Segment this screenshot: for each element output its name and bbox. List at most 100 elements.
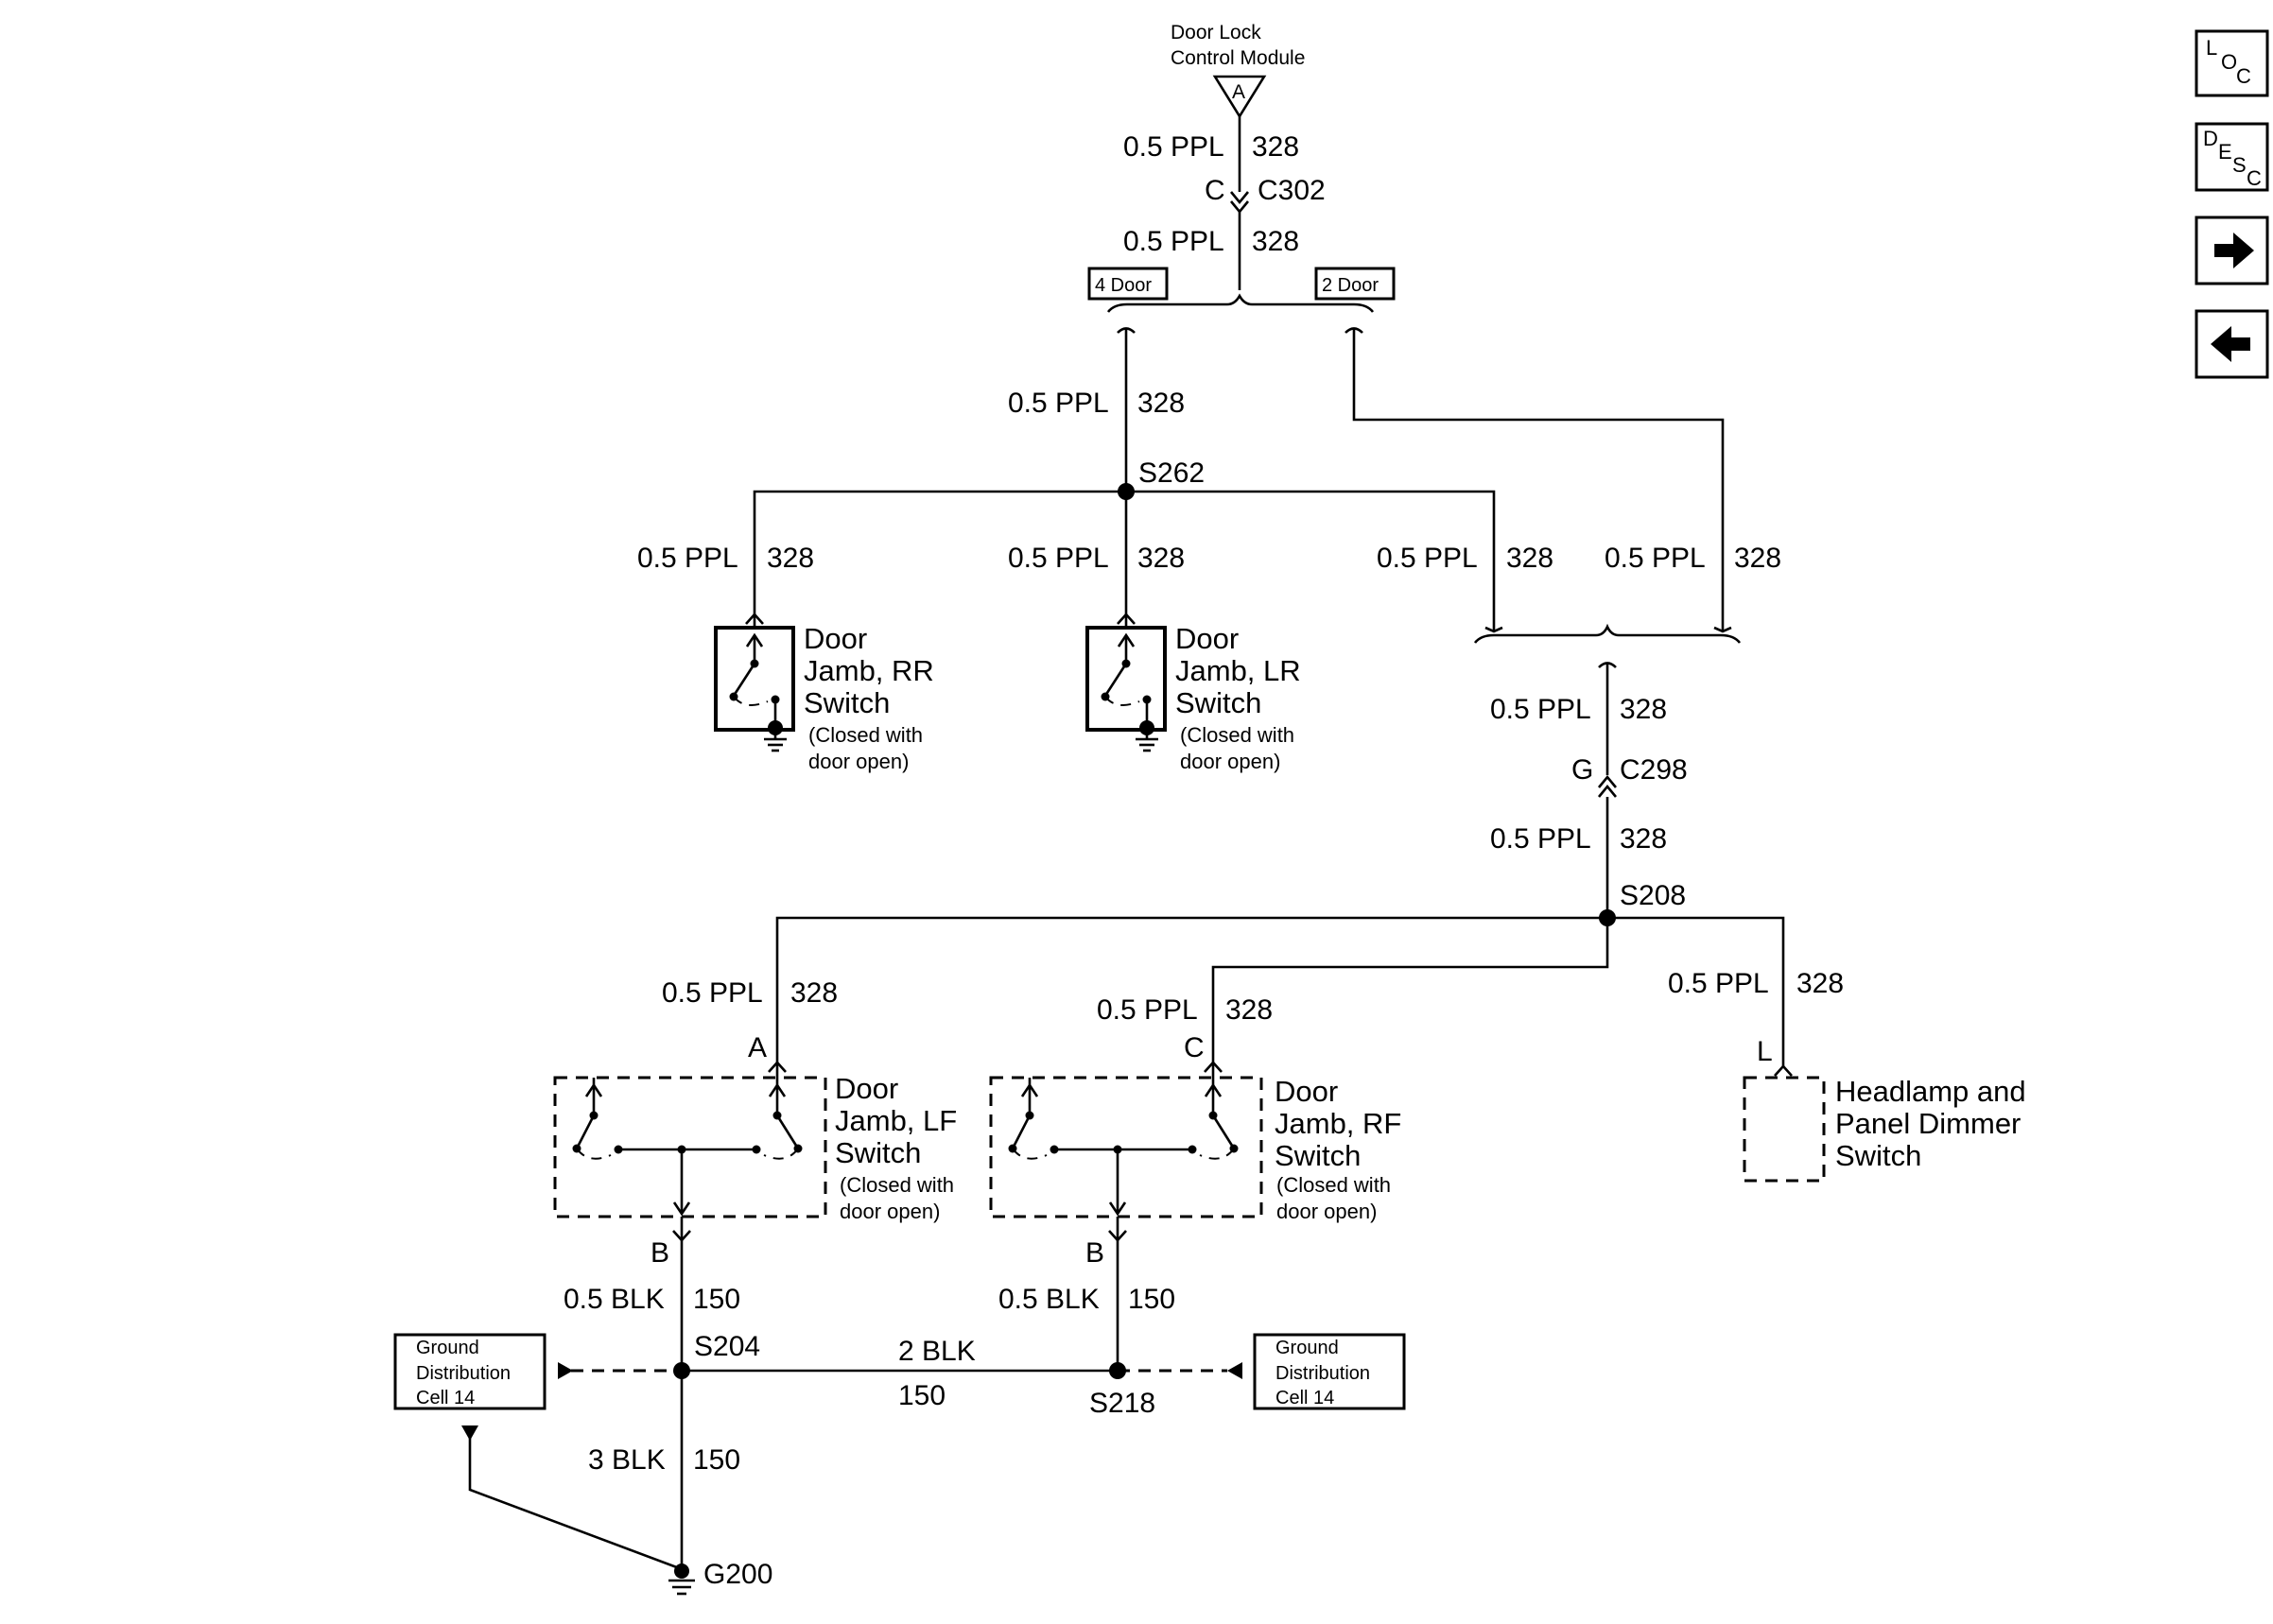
- previous-page-button[interactable]: [2195, 309, 2269, 379]
- wire-circuit-9: 328: [1620, 823, 1667, 855]
- headlamp-panel-dimmer-switch: L Headlamp and Panel Dimmer Switch: [1743, 1036, 2026, 1183]
- wire-circuit-2: 328: [1252, 226, 1299, 257]
- lf-pin-bottom: B: [651, 1237, 669, 1269]
- wire-size-5: 0.5 PPL: [1008, 543, 1109, 574]
- rr-label-3: Switch: [804, 686, 890, 719]
- rf-pin-bottom: B: [1085, 1237, 1104, 1269]
- hd-label-1: Headlamp and: [1835, 1075, 2026, 1108]
- lr-label-2: Jamb, LR: [1175, 654, 1301, 687]
- next-page-button[interactable]: [2195, 216, 2269, 285]
- splice-s204-label: S204: [694, 1331, 760, 1362]
- lf-label-2: Jamb, LF: [835, 1104, 957, 1137]
- lr-label-1: Door: [1175, 622, 1239, 655]
- bracket-bottom-hook: [1598, 662, 1617, 668]
- description-button[interactable]: D E S C: [2195, 122, 2269, 192]
- lf-label-1: Door: [835, 1072, 898, 1105]
- wire-circuit-8: 328: [1620, 694, 1667, 725]
- door-jamb-rf-switch: C Door Jamb, RF Switch (Closed with door…: [989, 1032, 1401, 1269]
- gdr-left-1: Ground: [416, 1338, 479, 1358]
- wire-size-1: 0.5 PPL: [1123, 131, 1224, 163]
- rr-note-2: door open): [808, 750, 909, 773]
- wire-circuit-14: 150: [1128, 1284, 1175, 1315]
- splice-s208-label: S208: [1620, 880, 1686, 911]
- option-2-door: 2 Door: [1322, 275, 1379, 296]
- door-jamb-rr-switch: Door Jamb, RR Switch (Closed with door o…: [714, 613, 934, 773]
- loc-o: O: [2221, 50, 2237, 74]
- 4-door-branch-hook: [1117, 327, 1136, 334]
- wire-circuit-1: 328: [1252, 131, 1299, 163]
- c302-name: C302: [1258, 175, 1326, 206]
- option-bracket-top: 4 Door 2 Door: [1087, 267, 1396, 313]
- option-4-door: 4 Door: [1095, 275, 1152, 296]
- ground-distribution-ref-left[interactable]: Ground Distribution Cell 14: [393, 1333, 547, 1410]
- wire-circuit-13: 150: [693, 1284, 740, 1315]
- wire-circuit-16: 150: [693, 1444, 740, 1476]
- wire-size-14: 0.5 BLK: [998, 1284, 1100, 1315]
- rf-label-2: Jamb, RF: [1275, 1107, 1401, 1140]
- ground-distribution-ref-right[interactable]: Ground Distribution Cell 14: [1253, 1333, 1406, 1410]
- connector-c298: G C298: [1571, 754, 1688, 798]
- location-button[interactable]: L O C: [2195, 29, 2269, 97]
- wire-2-door-branch: [1352, 329, 1725, 631]
- wire-circuit-15: 150: [898, 1380, 946, 1411]
- wire-size-9: 0.5 PPL: [1490, 823, 1591, 855]
- ground-g200: G200: [668, 1559, 772, 1596]
- door-lock-control-module: Door Lock Control Module A: [1171, 22, 1305, 119]
- wire-circuit-10: 328: [790, 977, 838, 1009]
- gdr-right-3: Cell 14: [1275, 1388, 1334, 1408]
- wire-circuit-4: 328: [767, 543, 814, 574]
- wire-circuit-6: 328: [1506, 543, 1553, 574]
- wire-size-12: 0.5 PPL: [1668, 968, 1769, 999]
- rf-label-1: Door: [1275, 1075, 1338, 1108]
- wire-circuit-7: 328: [1734, 543, 1781, 574]
- rf-pin-top: C: [1184, 1032, 1205, 1063]
- desc-s: S: [2232, 153, 2247, 177]
- wire-size-4: 0.5 PPL: [637, 543, 738, 574]
- wire-circuit-12: 328: [1796, 968, 1844, 999]
- rf-label-3: Switch: [1275, 1139, 1361, 1172]
- wire-size-7: 0.5 PPL: [1605, 543, 1706, 574]
- arrow-right-icon: [2214, 233, 2254, 268]
- gdr-left-2: Distribution: [416, 1363, 511, 1384]
- wire-s262-bus: [753, 490, 1496, 631]
- rr-label-2: Jamb, RR: [804, 654, 934, 687]
- wire-s208-rf: [1211, 918, 1609, 1063]
- rr-label-1: Door: [804, 622, 867, 655]
- gdr-right-2: Distribution: [1275, 1363, 1370, 1384]
- gdr-right-1: Ground: [1275, 1338, 1339, 1358]
- desc-c: C: [2247, 166, 2262, 190]
- ground-ref-left-arrow: [558, 1362, 573, 1379]
- option-bracket-bottom: [1473, 623, 1742, 644]
- module-pin-label: A: [1232, 81, 1245, 103]
- wire-size-13: 0.5 BLK: [564, 1284, 665, 1315]
- hd-label-2: Panel Dimmer: [1835, 1107, 2021, 1140]
- wire-size-6: 0.5 PPL: [1377, 543, 1478, 574]
- rr-note-1: (Closed with: [808, 723, 923, 747]
- module-name-line1: Door Lock: [1171, 22, 1261, 43]
- c302-pin: C: [1205, 175, 1225, 206]
- wire-size-10: 0.5 PPL: [662, 977, 763, 1009]
- wire-ground-ref-left-g200: [468, 1425, 683, 1571]
- c298-name: C298: [1620, 754, 1688, 786]
- c298-pin: G: [1571, 754, 1593, 786]
- wire-size-2: 0.5 PPL: [1123, 226, 1224, 257]
- option-4-door-box: [1087, 267, 1169, 301]
- door-jamb-lf-switch: A Door Jamb, LF Switch (Closed with door…: [553, 1032, 957, 1269]
- wire-size-11: 0.5 PPL: [1097, 994, 1198, 1026]
- splice-s218-label: S218: [1089, 1388, 1155, 1419]
- module-name-line2: Control Module: [1171, 47, 1305, 69]
- ground-ref-right-arrow: [1227, 1362, 1242, 1379]
- wire-circuit-11: 328: [1225, 994, 1273, 1026]
- lf-note-1: (Closed with: [840, 1173, 954, 1197]
- hd-pin: L: [1757, 1036, 1773, 1067]
- lf-note-2: door open): [840, 1200, 940, 1223]
- module-pin-triangle: [1212, 75, 1267, 119]
- lf-label-3: Switch: [835, 1136, 921, 1169]
- rf-note-2: door open): [1276, 1200, 1377, 1223]
- hd-label-3: Switch: [1835, 1139, 1921, 1172]
- wire-circuit-3: 328: [1137, 388, 1185, 419]
- 2-door-branch-hook: [1345, 327, 1363, 334]
- wire-size-8: 0.5 PPL: [1490, 694, 1591, 725]
- door-jamb-lr-switch: Door Jamb, LR Switch (Closed with door o…: [1085, 613, 1301, 773]
- wire-size-16: 3 BLK: [588, 1444, 666, 1476]
